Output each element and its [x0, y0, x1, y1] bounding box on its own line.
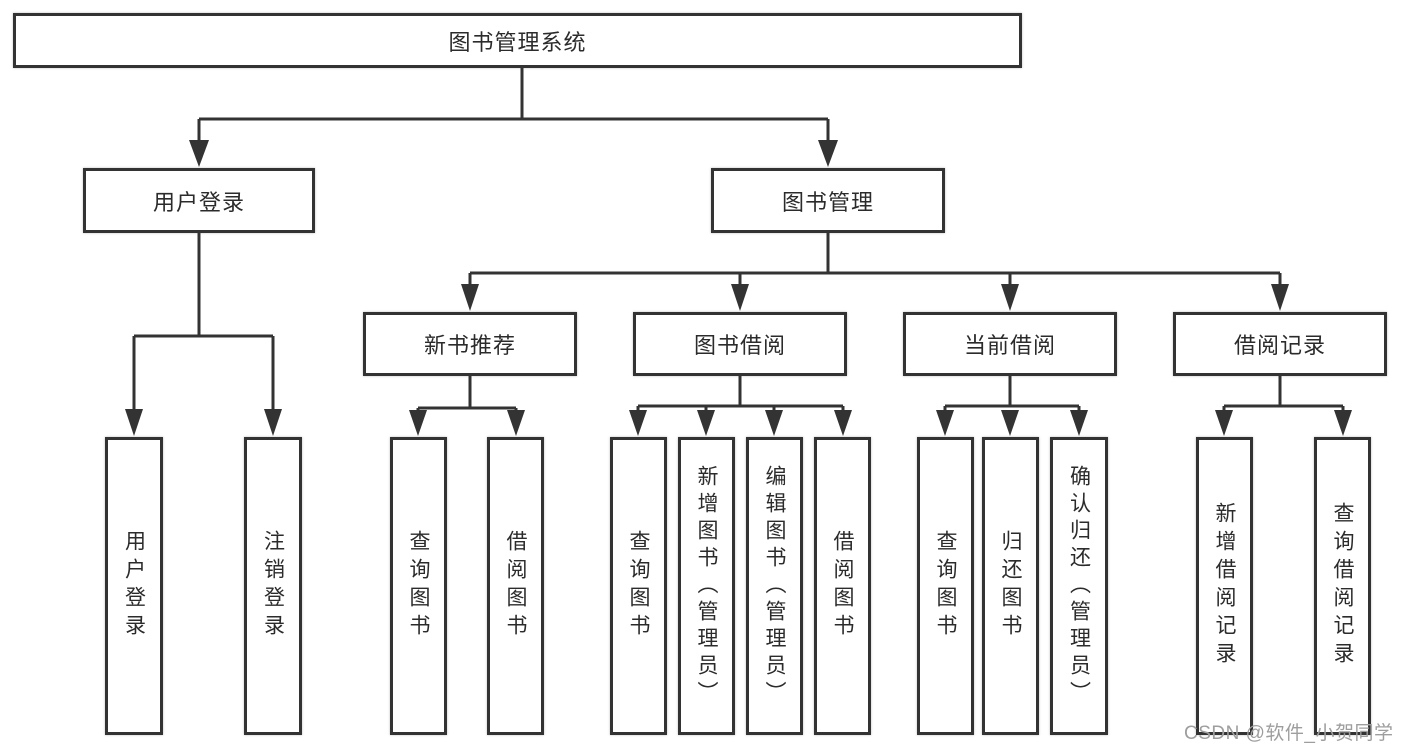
- connector-borrow-records-children: [1215, 376, 1352, 436]
- leaf-borrow-books-2: 借阅图书: [814, 437, 871, 735]
- node-borrow-records: 借阅记录: [1173, 312, 1387, 376]
- leaf-query-borrow-record-label: 查询借阅记录: [1331, 502, 1354, 670]
- leaf-query-books-3: 查询图书: [917, 437, 974, 735]
- node-root: 图书管理系统: [13, 13, 1022, 68]
- leaf-add-borrow-record-label: 新增借阅记录: [1213, 502, 1236, 670]
- leaf-edit-books-admin-label: 编辑图书（管理员）: [763, 464, 786, 708]
- node-book-mgmt-label: 图书管理: [781, 189, 874, 215]
- node-user-login-label: 用户登录: [152, 189, 245, 215]
- node-new-books: 新书推荐: [363, 312, 577, 376]
- node-borrow-records-label: 借阅记录: [1233, 333, 1326, 358]
- leaf-borrow-books-2-label: 借阅图书: [831, 530, 854, 642]
- leaf-query-books-1: 查询图书: [390, 437, 447, 735]
- leaf-logout: 注销登录: [244, 437, 302, 735]
- leaf-add-books-admin: 新增图书（管理员）: [678, 437, 735, 735]
- node-book-borrow-label: 图书借阅: [693, 333, 786, 358]
- leaf-return-books-label: 归还图书: [999, 530, 1022, 642]
- connector-new-books-children: [409, 376, 525, 436]
- leaf-query-books-2-label: 查询图书: [627, 530, 650, 642]
- connector-user-login-children: [125, 233, 282, 436]
- node-book-borrow: 图书借阅: [633, 312, 847, 376]
- leaf-user-login: 用户登录: [105, 437, 163, 735]
- leaf-add-borrow-record: 新增借阅记录: [1196, 437, 1253, 735]
- leaf-query-books-1-label: 查询图书: [407, 530, 430, 642]
- node-user-login: 用户登录: [83, 168, 315, 233]
- node-new-books-label: 新书推荐: [423, 333, 516, 358]
- leaf-query-books-2: 查询图书: [610, 437, 667, 735]
- node-book-mgmt: 图书管理: [711, 168, 945, 233]
- leaf-borrow-books-1: 借阅图书: [487, 437, 544, 735]
- leaf-borrow-books-1-label: 借阅图书: [504, 530, 527, 642]
- leaf-query-borrow-record: 查询借阅记录: [1314, 437, 1371, 735]
- leaf-confirm-return-admin-label: 确认归还（管理员）: [1067, 464, 1091, 708]
- node-current-borrow: 当前借阅: [903, 312, 1117, 376]
- connector-root-to-level2: [189, 68, 838, 167]
- node-current-borrow-label: 当前借阅: [963, 333, 1056, 358]
- leaf-edit-books-admin: 编辑图书（管理员）: [746, 437, 803, 735]
- connector-book-mgmt-children: [461, 233, 1289, 311]
- leaf-user-login-label: 用户登录: [122, 530, 146, 642]
- leaf-return-books: 归还图书: [982, 437, 1039, 735]
- connector-book-borrow-children: [629, 376, 852, 436]
- leaf-query-books-3-label: 查询图书: [934, 530, 957, 642]
- leaf-add-books-admin-label: 新增图书（管理员）: [695, 464, 718, 708]
- leaf-logout-label: 注销登录: [261, 530, 285, 642]
- connector-current-borrow-children: [936, 376, 1088, 436]
- node-root-label: 图书管理系统: [448, 29, 587, 55]
- leaf-confirm-return-admin: 确认归还（管理员）: [1050, 437, 1108, 735]
- csdn-watermark: CSDN @软件_小贺同学: [1184, 723, 1394, 744]
